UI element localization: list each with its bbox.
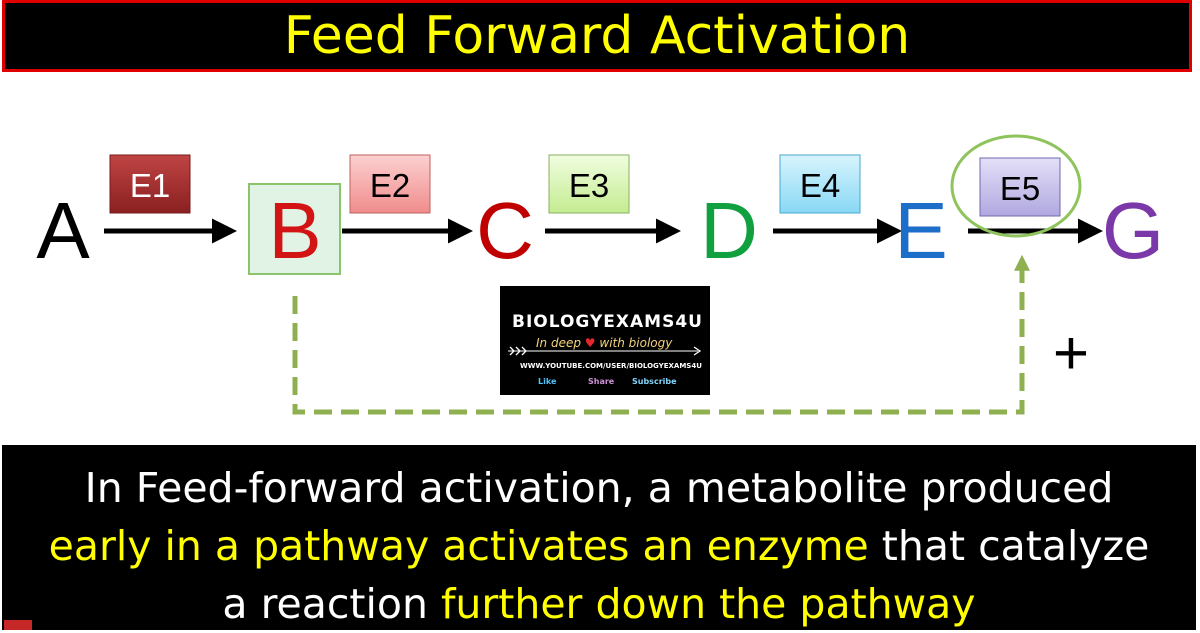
description-box: In Feed-forward activation, a metabolite… [2, 445, 1196, 630]
enzyme-e2-box [349, 154, 431, 214]
logo-subscribe: Subscribe [632, 377, 677, 386]
description-line-2-rest: that catalyze [868, 522, 1150, 570]
heart-icon: ♥ [584, 336, 596, 350]
node-e: E [894, 186, 947, 275]
node-c: C [476, 186, 534, 275]
feed-forward-path [292, 254, 1031, 415]
node-b-box [248, 183, 341, 275]
enzyme-e1-box [109, 154, 191, 214]
enzyme-e3: E3 [569, 167, 609, 204]
enzyme-e4: E4 [800, 167, 840, 204]
enzyme-e3-box [548, 154, 630, 214]
node-b: B [268, 186, 321, 275]
enzyme-e5-box [979, 157, 1061, 217]
logo-share: Share [588, 377, 615, 386]
enzyme-e5: E5 [1000, 170, 1040, 207]
node-a: A [36, 186, 90, 275]
enzyme-e1: E1 [130, 167, 170, 204]
logo-url: WWW.YOUTUBE.COM/USER/BIOLOGYEXAMS4U [520, 362, 702, 370]
logo-arrows-icon [508, 346, 702, 356]
channel-logo: BIOLOGYEXAMS4U In deep ♥ with biology WW… [500, 286, 710, 395]
node-d: D [700, 186, 758, 275]
e5-highlight-ring [950, 134, 1082, 238]
description-highlight-2: further down the pathway [441, 580, 976, 628]
logo-tagline-before: In deep [536, 336, 581, 350]
pathway-diagram: A B C D E G E1 E2 E3 E4 E5 + [36, 134, 1164, 415]
description-text: In Feed-forward activation, a metabolite… [2, 459, 1196, 633]
description-line-3-plain: a reaction [222, 580, 441, 628]
activation-plus-sign: + [1053, 319, 1089, 388]
enzyme-e4-box [779, 154, 861, 214]
logo-like: Like [538, 377, 557, 386]
logo-tagline-after: with biology [599, 336, 673, 350]
page-title: Feed Forward Activation [283, 6, 911, 66]
logo-name: BIOLOGYEXAMS4U [512, 312, 703, 332]
description-line-2: early in a pathway activates an enzyme t… [2, 517, 1196, 575]
description-highlight-1: early in a pathway activates an enzyme [48, 522, 869, 570]
description-line-1: In Feed-forward activation, a metabolite… [84, 464, 1114, 512]
enzyme-e2: E2 [370, 167, 410, 204]
logo-tagline: In deep ♥ with biology [536, 336, 672, 350]
description-line-3: a reaction further down the pathway [2, 575, 1196, 633]
corner-badge-icon [4, 620, 32, 630]
node-g: G [1102, 186, 1164, 275]
title-banner: Feed Forward Activation [2, 0, 1192, 72]
